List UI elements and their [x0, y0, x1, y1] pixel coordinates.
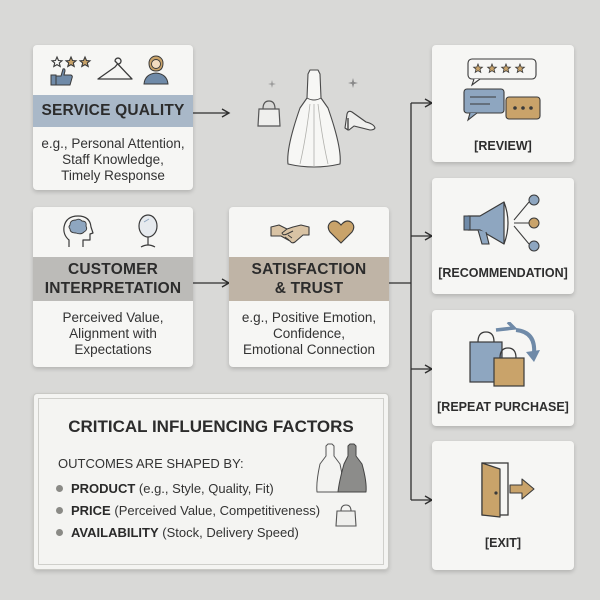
head-brain-icon: [63, 215, 94, 247]
heart-icon: [327, 220, 355, 244]
hanger-icon: [97, 57, 133, 80]
customer-interpretation-card: CUSTOMER INTERPRETATION Perceived Value,…: [33, 207, 193, 367]
critical-factors-inner-border: [38, 398, 384, 565]
critical-factors-intro: OUTCOMES ARE SHAPED BY:: [58, 456, 244, 471]
exit-door-icon: [481, 462, 535, 518]
outcome-exit-label: [EXIT]: [484, 536, 522, 550]
staff-person-icon: [143, 55, 169, 85]
factor-item-product: PRODUCT (e.g., Style, Quality, Fit): [56, 478, 320, 500]
review-chat-icon: [463, 58, 541, 122]
high-heel-icon: [344, 110, 376, 131]
dresses-icon: [316, 443, 367, 493]
satisfaction-trust-title: SATISFACTION & TRUST: [229, 257, 389, 301]
customer-interpretation-desc: Perceived Value, Alignment with Expectat…: [62, 310, 164, 357]
outcome-repeat-purchase-label: [REPEAT PURCHASE]: [437, 400, 569, 414]
critical-factors-title: CRITICAL INFLUENCING FACTORS: [68, 417, 354, 436]
satisfaction-trust-card: SATISFACTION & TRUST e.g., Positive Emot…: [229, 207, 389, 367]
mirror-icon: [138, 214, 158, 248]
outcome-recommendation-card: [RECOMMENDATION]: [432, 178, 574, 294]
fashion-illustration: [250, 68, 380, 168]
outcome-recommendation-label: [RECOMMENDATION]: [438, 266, 568, 280]
sparkle-icon: [268, 80, 276, 88]
factor-item-availability: AVAILABILITY (Stock, Delivery Speed): [56, 522, 320, 544]
outcome-exit-card: [EXIT]: [432, 441, 574, 570]
handbag-icon: [335, 504, 357, 527]
critical-factors-box: CRITICAL INFLUENCING FACTORS OUTCOMES AR…: [33, 393, 389, 570]
handshake-icon: [270, 224, 310, 244]
outcome-review-label: [REVIEW]: [474, 139, 532, 153]
satisfaction-trust-desc: e.g., Positive Emotion, Confidence, Emot…: [241, 310, 377, 357]
shopping-bags-cycle-icon: [469, 322, 540, 387]
megaphone-share-icon: [463, 194, 540, 252]
factor-item-price: PRICE (Perceived Value, Competitiveness): [56, 500, 320, 522]
bullet-icon: [56, 485, 63, 492]
bullet-icon: [56, 529, 63, 536]
gown-icon: [287, 69, 341, 168]
customer-interpretation-title: CUSTOMER INTERPRETATION: [33, 257, 193, 301]
service-quality-card: SERVICE QUALITY e.g., Personal Attention…: [33, 45, 193, 190]
critical-factors-list: PRODUCT (e.g., Style, Quality, Fit) PRIC…: [56, 478, 320, 544]
bullet-icon: [56, 507, 63, 514]
service-quality-desc: e.g., Personal Attention, Staff Knowledg…: [41, 136, 185, 183]
outcome-repeat-purchase-card: [REPEAT PURCHASE]: [432, 310, 574, 426]
sparkle-icon: [348, 78, 358, 88]
outcome-review-card: [REVIEW]: [432, 45, 574, 162]
handbag-icon: [257, 100, 281, 127]
service-quality-title: SERVICE QUALITY: [33, 95, 193, 127]
stars-thumbs-up-icon: [50, 55, 92, 86]
